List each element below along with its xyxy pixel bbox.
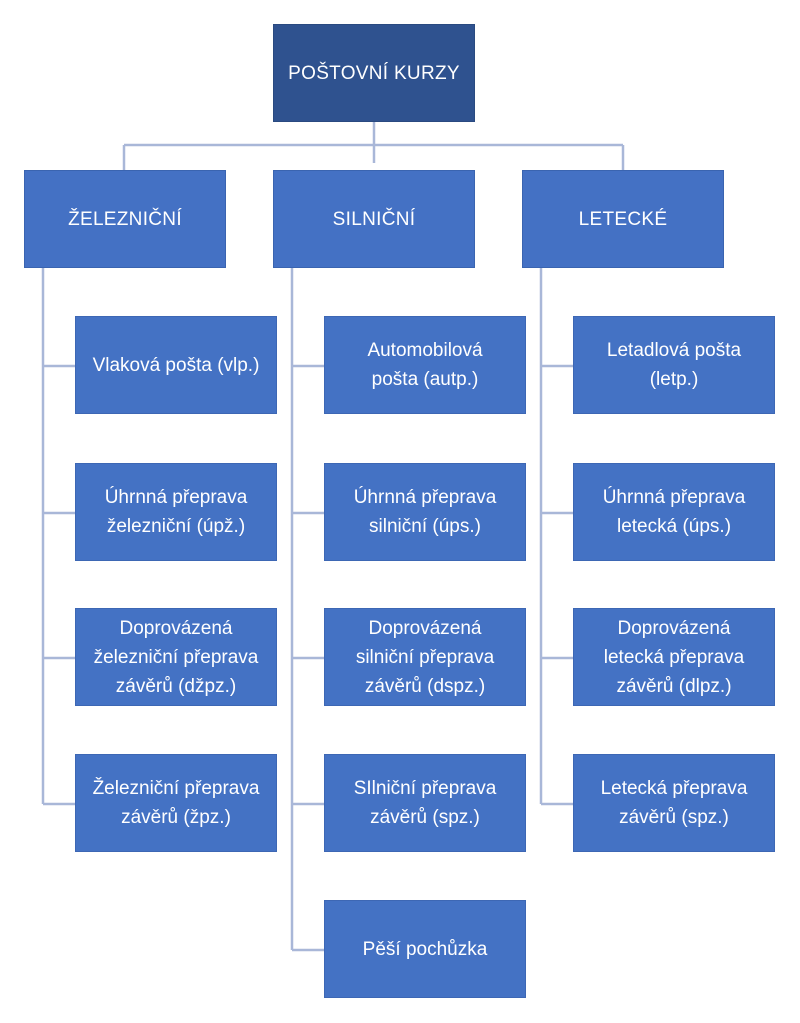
leaf-node-label: Železniční přeprava závěrů (žpz.) [92,778,260,828]
leaf-node-uhrnna-preprava-letecka: Úhrnná přeprava letecká (úps.) [573,463,775,561]
leaf-node-label: Letadlová pošta (letp.) [606,340,742,390]
leaf-node-automobilova-posta: Automobilová pošta (autp.) [324,316,526,414]
root-node-postovni-kurzy: POŠTOVNÍ KURZY [273,24,475,122]
branch-node-label: SILNIČNÍ [332,208,416,230]
root-node-label: POŠTOVNÍ KURZY [288,62,460,84]
leaf-node-label: Doprovázená železniční přeprava závěrů (… [93,617,259,697]
leaf-node-label: Úhrnná přeprava letecká (úps.) [602,487,746,537]
leaf-node-doprovazena-silnicni: Doprovázená silniční přeprava závěrů (ds… [324,608,526,706]
branch-node-label: ŽELEZNIČNÍ [68,208,182,230]
leaf-node-label: Letecká přeprava závěrů (spz.) [600,778,748,828]
leaf-node-silnicni-preprava-zaveru: SIlniční přeprava závěrů (spz.) [324,754,526,852]
leaf-node-label: Úhrnná přeprava silniční (úps.) [353,487,497,537]
branch-node-silnicni: SILNIČNÍ [273,170,475,268]
leaf-node-pesi-pochuzka: Pěší pochůzka [324,900,526,998]
leaf-node-letecka-preprava-zaveru: Letecká přeprava závěrů (spz.) [573,754,775,852]
leaf-node-label: Vlaková pošta (vlp.) [92,354,260,376]
leaf-node-doprovazena-zeleznicni: Doprovázená železniční přeprava závěrů (… [75,608,277,706]
leaf-node-label: Automobilová pošta (autp.) [367,340,483,390]
leaf-node-uhrnna-preprava-zeleznicni: Úhrnná přeprava železniční (úpž.) [75,463,277,561]
leaf-node-uhrnna-preprava-silnicni: Úhrnná přeprava silniční (úps.) [324,463,526,561]
branch-node-zeleznicni: ŽELEZNIČNÍ [24,170,226,268]
leaf-node-label: Pěší pochůzka [362,938,488,960]
branch-node-label: LETECKÉ [578,208,668,230]
leaf-node-zeleznicni-preprava-zaveru: Železniční přeprava závěrů (žpz.) [75,754,277,852]
leaf-node-label: Doprovázená silniční přeprava závěrů (ds… [355,617,495,697]
leaf-node-label: Úhrnná přeprava železniční (úpž.) [104,487,248,537]
leaf-node-letadlova-posta: Letadlová pošta (letp.) [573,316,775,414]
leaf-node-label: SIlniční přeprava závěrů (spz.) [353,778,497,828]
branch-node-letecke: LETECKÉ [522,170,724,268]
leaf-node-label: Doprovázená letecká přeprava závěrů (dlp… [603,617,745,697]
leaf-node-vlakova-posta: Vlaková pošta (vlp.) [75,316,277,414]
leaf-node-doprovazena-letecka: Doprovázená letecká přeprava závěrů (dlp… [573,608,775,706]
